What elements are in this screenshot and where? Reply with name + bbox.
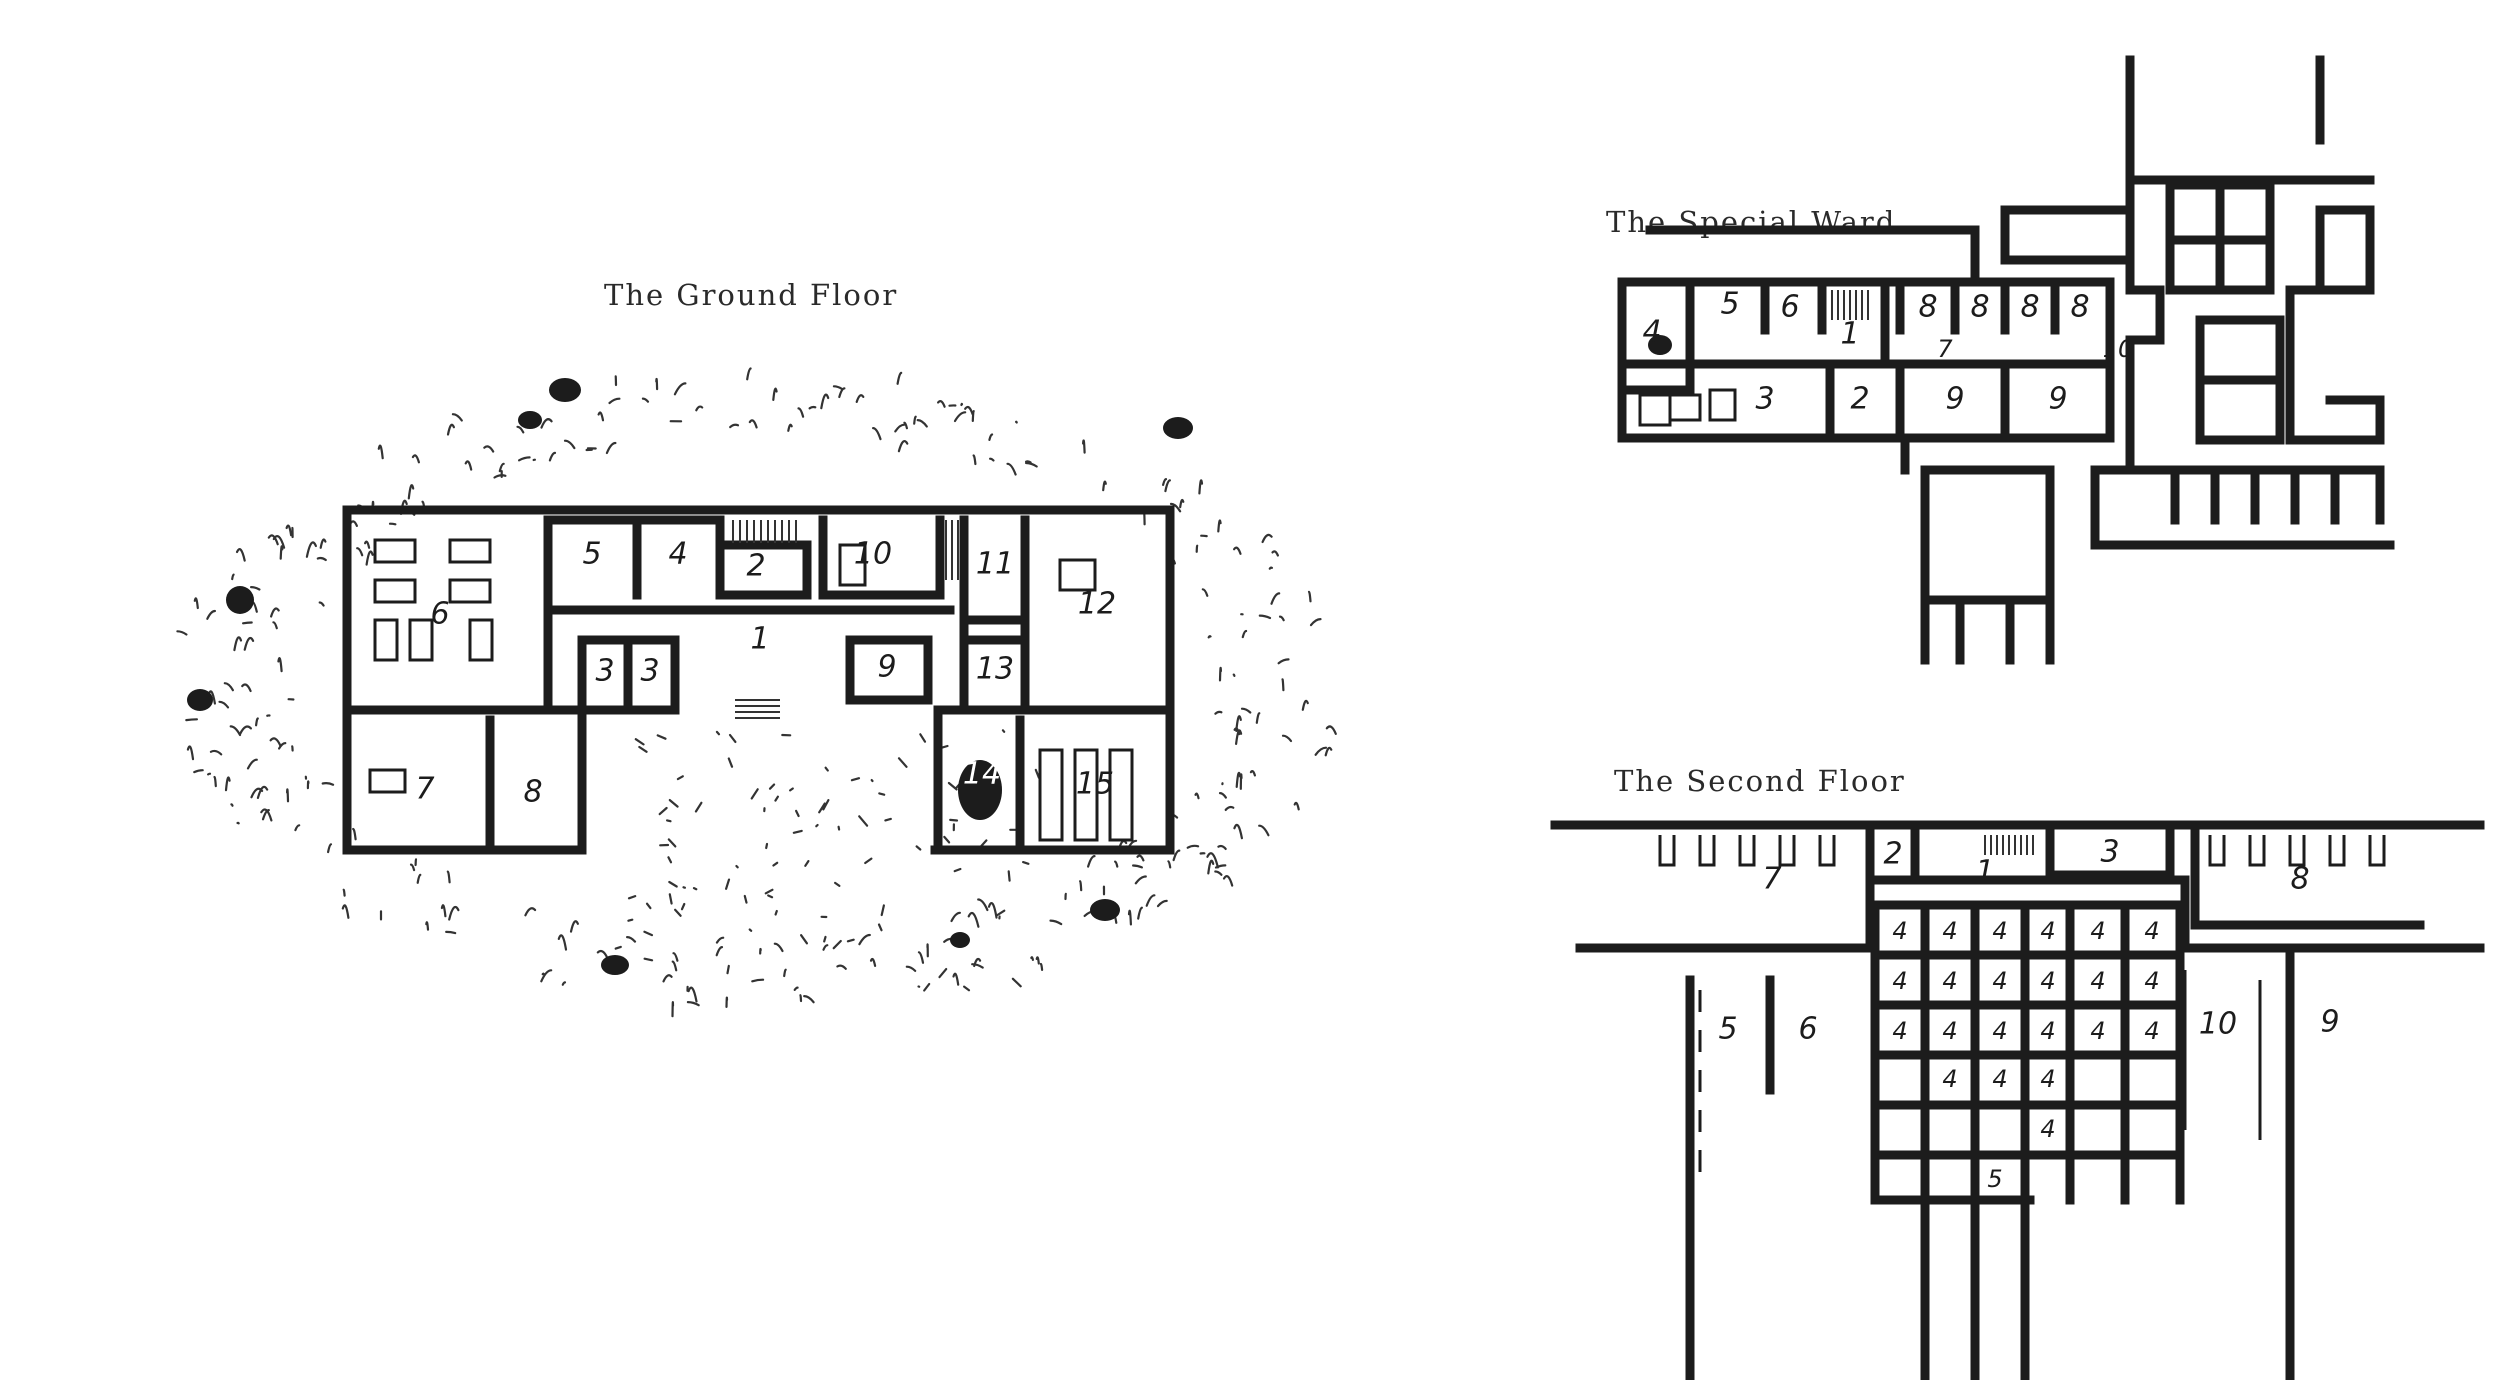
sf-cell-4: 4: [1992, 1065, 2007, 1093]
second-floor-walls: [1550, 820, 2485, 1380]
gf-room-14: 14: [963, 757, 1001, 792]
sf-cell-4: 4: [2090, 967, 2105, 995]
sf-cell-4: 4: [1892, 967, 1907, 995]
sw-room-1: 1: [1840, 317, 1859, 352]
sf-cell-4: 4: [1942, 917, 1957, 945]
gf-room-3b: 3: [640, 654, 659, 689]
gf-room-1: 1: [750, 622, 769, 657]
sf-room-9: 9: [2320, 1005, 2339, 1040]
special-ward-clutter: [1638, 335, 1737, 427]
sf-room-7: 7: [1762, 862, 1781, 897]
sw-room-6: 6: [1780, 290, 1799, 325]
gf-room-2: 2: [746, 549, 765, 584]
sf-cell-4: 4: [1992, 917, 2007, 945]
gf-room-8: 8: [523, 775, 542, 810]
ground-floor-stairs: [732, 520, 959, 719]
sf-cell-4: 4: [2144, 1017, 2159, 1045]
ground-floor-room-numbers: 6 5 4 2 10 11 12 1 3 3 9 13 7 8 14 15: [415, 537, 1116, 810]
sf-room-6: 6: [1798, 1012, 1817, 1047]
ground-floor-walls: [342, 505, 1175, 855]
gf-room-12: 12: [1078, 587, 1116, 622]
sw-room-4: 4: [1642, 315, 1661, 350]
gf-room-11: 11: [976, 547, 1014, 582]
gf-room-10: 10: [854, 537, 892, 572]
sw-room-10: 10: [2103, 335, 2134, 363]
sf-cell-4: 4: [1942, 967, 1957, 995]
sf-room-3: 3: [2100, 835, 2119, 870]
gf-room-3a: 3: [595, 654, 614, 689]
gf-room-15: 15: [1076, 767, 1114, 802]
gf-room-9: 9: [877, 650, 896, 685]
special-ward-walls: [1617, 55, 2395, 665]
sf-cell-4: 4: [1892, 917, 1907, 945]
ground-floor-bushes: [187, 378, 1193, 975]
sf-cell-4: 4: [1992, 1017, 2007, 1045]
gf-room-4: 4: [668, 537, 687, 572]
gf-room-7: 7: [415, 772, 434, 807]
sw-room-8d: 8: [2070, 290, 2089, 325]
sw-room-5: 5: [1720, 287, 1739, 322]
sf-cell-4: 4: [1942, 1065, 1957, 1093]
sf-cell-4: 4: [1942, 1017, 1957, 1045]
special-ward-stairs: [1831, 290, 1869, 320]
sf-cell-4: 4: [2040, 1115, 2055, 1143]
sf-cell-4: 4: [2090, 1017, 2105, 1045]
second-floor-beds: [1658, 835, 2386, 1172]
sf-room-1: 1: [1975, 855, 1994, 890]
special-ward-room-numbers: 4 5 6 1 8 8 8 8 7 10 3 2 9 9: [1642, 287, 2133, 417]
sf-cell-4: 5: [1987, 1165, 2002, 1193]
second-floor-title: The Second Floor: [1614, 764, 1906, 798]
sf-room-8: 8: [2290, 862, 2309, 897]
gf-room-5: 5: [582, 537, 601, 572]
sf-cell-4: 4: [2040, 1065, 2055, 1093]
sf-cell-4: 4: [2040, 967, 2055, 995]
sf-room-2: 2: [1883, 837, 1902, 872]
sw-room-8a: 8: [1918, 290, 1937, 325]
sf-room-5: 5: [1718, 1012, 1737, 1047]
second-floor-room-numbers: 2 1 3 7 8 5 6 10 9 4 4 4 4 4 4 4 4 4 4 4 4 4 4 4 4 4 4 4 4 4…: [1718, 835, 2339, 1194]
sw-room-9b: 9: [2048, 382, 2067, 417]
sf-cell-4: 4: [2144, 917, 2159, 945]
sf-room-10: 10: [2199, 1007, 2237, 1042]
second-floor-stairs: [1984, 835, 2034, 855]
sf-cell-4: 4: [2090, 917, 2105, 945]
sf-cell-4: 4: [2040, 1017, 2055, 1045]
sf-cell-4: 4: [1992, 967, 2007, 995]
sw-room-9a: 9: [1945, 382, 1964, 417]
sw-room-2: 2: [1850, 382, 1869, 417]
sf-cell-4: 4: [1892, 1017, 1907, 1045]
sw-room-8c: 8: [2020, 290, 2039, 325]
gf-room-6: 6: [430, 597, 449, 632]
sf-cell-4: 4: [2040, 917, 2055, 945]
sf-cell-4: 4: [2144, 967, 2159, 995]
sw-room-8b: 8: [1970, 290, 1989, 325]
gf-room-13: 13: [976, 652, 1014, 687]
sw-room-3: 3: [1755, 382, 1774, 417]
ground-floor-furniture: [368, 538, 1134, 842]
sw-room-7: 7: [1937, 335, 1953, 363]
ground-floor-title: The Ground Floor: [604, 278, 899, 312]
